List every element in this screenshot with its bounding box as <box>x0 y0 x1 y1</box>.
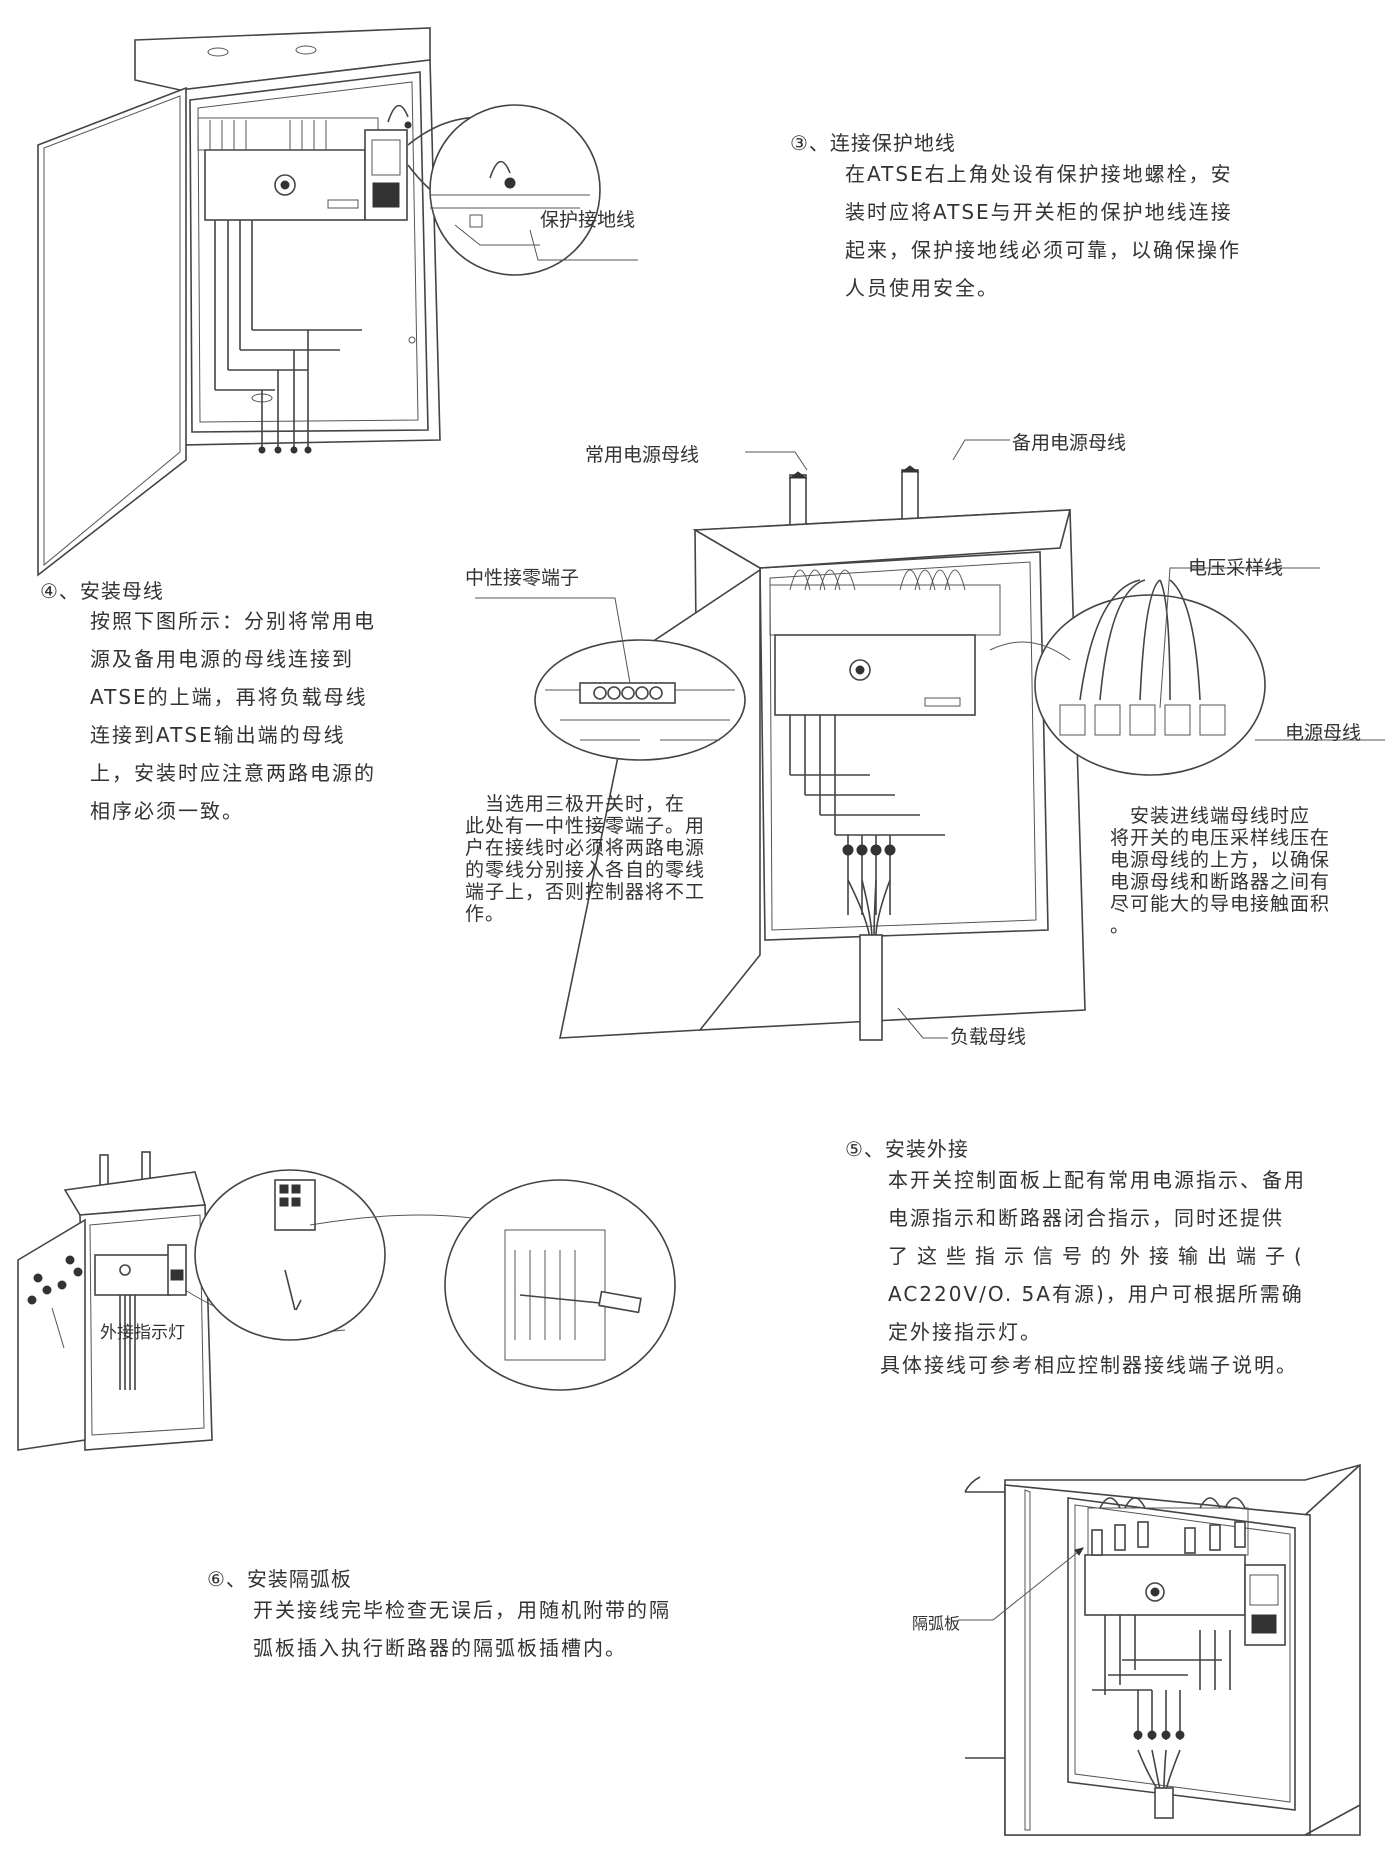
voltage-sampling-line-label: 电压采样线 <box>1188 557 1284 579</box>
note-line: 尽可能大的导电接触面积 <box>1110 893 1331 915</box>
section-4-line: 连接到ATSE输出端的母线 <box>90 723 346 747</box>
neutral-terminal-note: 当选用三极开关时，在 此处有一中性接零端子。用 户在接线时必须将两路电源 的零线… <box>465 793 705 925</box>
voltage-sampling-note: 安装进线端母线时应 将开关的电压采样线压在 电源母线的上方，以确保 电源母线和断… <box>1110 805 1330 937</box>
section-4-line: 源及备用电源的母线连接到 <box>90 647 354 671</box>
note-line: 端子上，否则控制器将不工 <box>465 881 706 903</box>
section-3-line: 装时应将ATSE与开关柜的保护地线连接 <box>845 200 1233 224</box>
section-5-body: 本开关控制面板上配有常用电源指示、备用 电源指示和断路器闭合指示，同时还提供 了… <box>888 1161 1311 1351</box>
note-line: 作。 <box>465 903 506 925</box>
note-line: 电源母线的上方，以确保 <box>1110 849 1331 871</box>
section-3-title: ③、连接保护地线 <box>790 131 956 155</box>
backup-power-bus-label: 备用电源母线 <box>1012 432 1127 454</box>
ground-wire-label: 保护接地线 <box>540 209 636 231</box>
note-line: 安装进线端母线时应 <box>1110 805 1311 827</box>
note-line: 将开关的电压采样线压在 <box>1110 827 1331 849</box>
note-line: 的零线分别接入各自的零线 <box>465 859 706 881</box>
section-4-line: 按照下图所示：分别将常用电 <box>90 609 376 633</box>
section-6-title: ⑥、安装隔弧板 <box>207 1567 352 1591</box>
note-line: 电源母线和断路器之间有 <box>1110 871 1331 893</box>
section-3-line: 起来，保护接地线必须可靠，以确保操作 <box>845 238 1241 262</box>
section-4-body: 按照下图所示：分别将常用电 源及备用电源的母线连接到 ATSE的上端，再将负载母… <box>90 602 376 830</box>
note-line: 当选用三极开关时，在 <box>465 793 686 815</box>
figure-external-indicator-cabinet <box>17 1151 676 1451</box>
load-bus-label: 负载母线 <box>950 1026 1027 1048</box>
section-4-title: ④、安装母线 <box>40 579 164 603</box>
figure-busbar-cabinet <box>475 439 1385 1041</box>
figure-arc-barrier-cabinet <box>958 1463 1361 1836</box>
power-bus-label: 电源母线 <box>1285 722 1362 744</box>
section-6-body: 开关接线完毕检查无误后，用随机附带的隔 弧板插入执行断路器的隔弧板插槽内。 <box>253 1591 671 1667</box>
note-line: 户在接线时必须将两路电源 <box>465 837 706 859</box>
section-4-line: 上，安装时应注意两路电源的 <box>90 761 376 785</box>
section-5-line: 定外接指示灯。 <box>888 1320 1042 1344</box>
figure-ground-wire-cabinet <box>37 27 638 577</box>
arc-barrier-label: 隔弧板 <box>912 1614 961 1633</box>
section-5-line: 本开关控制面板上配有常用电源指示、备用 <box>888 1168 1306 1192</box>
section-5-line: 了这些指示信号的外接输出端子( <box>888 1244 1311 1268</box>
external-indicator-label: 外接指示灯 <box>100 1323 185 1343</box>
section-3-line: 人员使用安全。 <box>845 276 999 300</box>
note-line: 此处有一中性接零端子。用 <box>465 815 706 837</box>
section-6-line: 开关接线完毕检查无误后，用随机附带的隔 <box>253 1598 671 1622</box>
section-3-line: 在ATSE右上角处设有保护接地螺栓，安 <box>845 162 1233 186</box>
section-5-line: 电源指示和断路器闭合指示，同时还提供 <box>888 1206 1284 1230</box>
section-5-extra: 具体接线可参考相应控制器接线端子说明。 <box>880 1353 1298 1377</box>
section-4-line: 相序必须一致。 <box>90 799 244 823</box>
section-5-line: AC220V/O. 5A有源)，用户可根据所需确 <box>888 1282 1304 1306</box>
section-4-line: ATSE的上端，再将负载母线 <box>90 685 368 709</box>
main-power-bus-label: 常用电源母线 <box>585 444 700 466</box>
section-5-title: ⑤、安装外接 <box>845 1137 969 1161</box>
note-line: 。 <box>1110 915 1131 937</box>
section-3-body: 在ATSE右上角处设有保护接地螺栓，安 装时应将ATSE与开关柜的保护地线连接 … <box>845 155 1241 307</box>
neutral-terminal-label: 中性接零端子 <box>465 567 580 589</box>
section-6-line: 弧板插入执行断路器的隔弧板插槽内。 <box>253 1636 627 1660</box>
